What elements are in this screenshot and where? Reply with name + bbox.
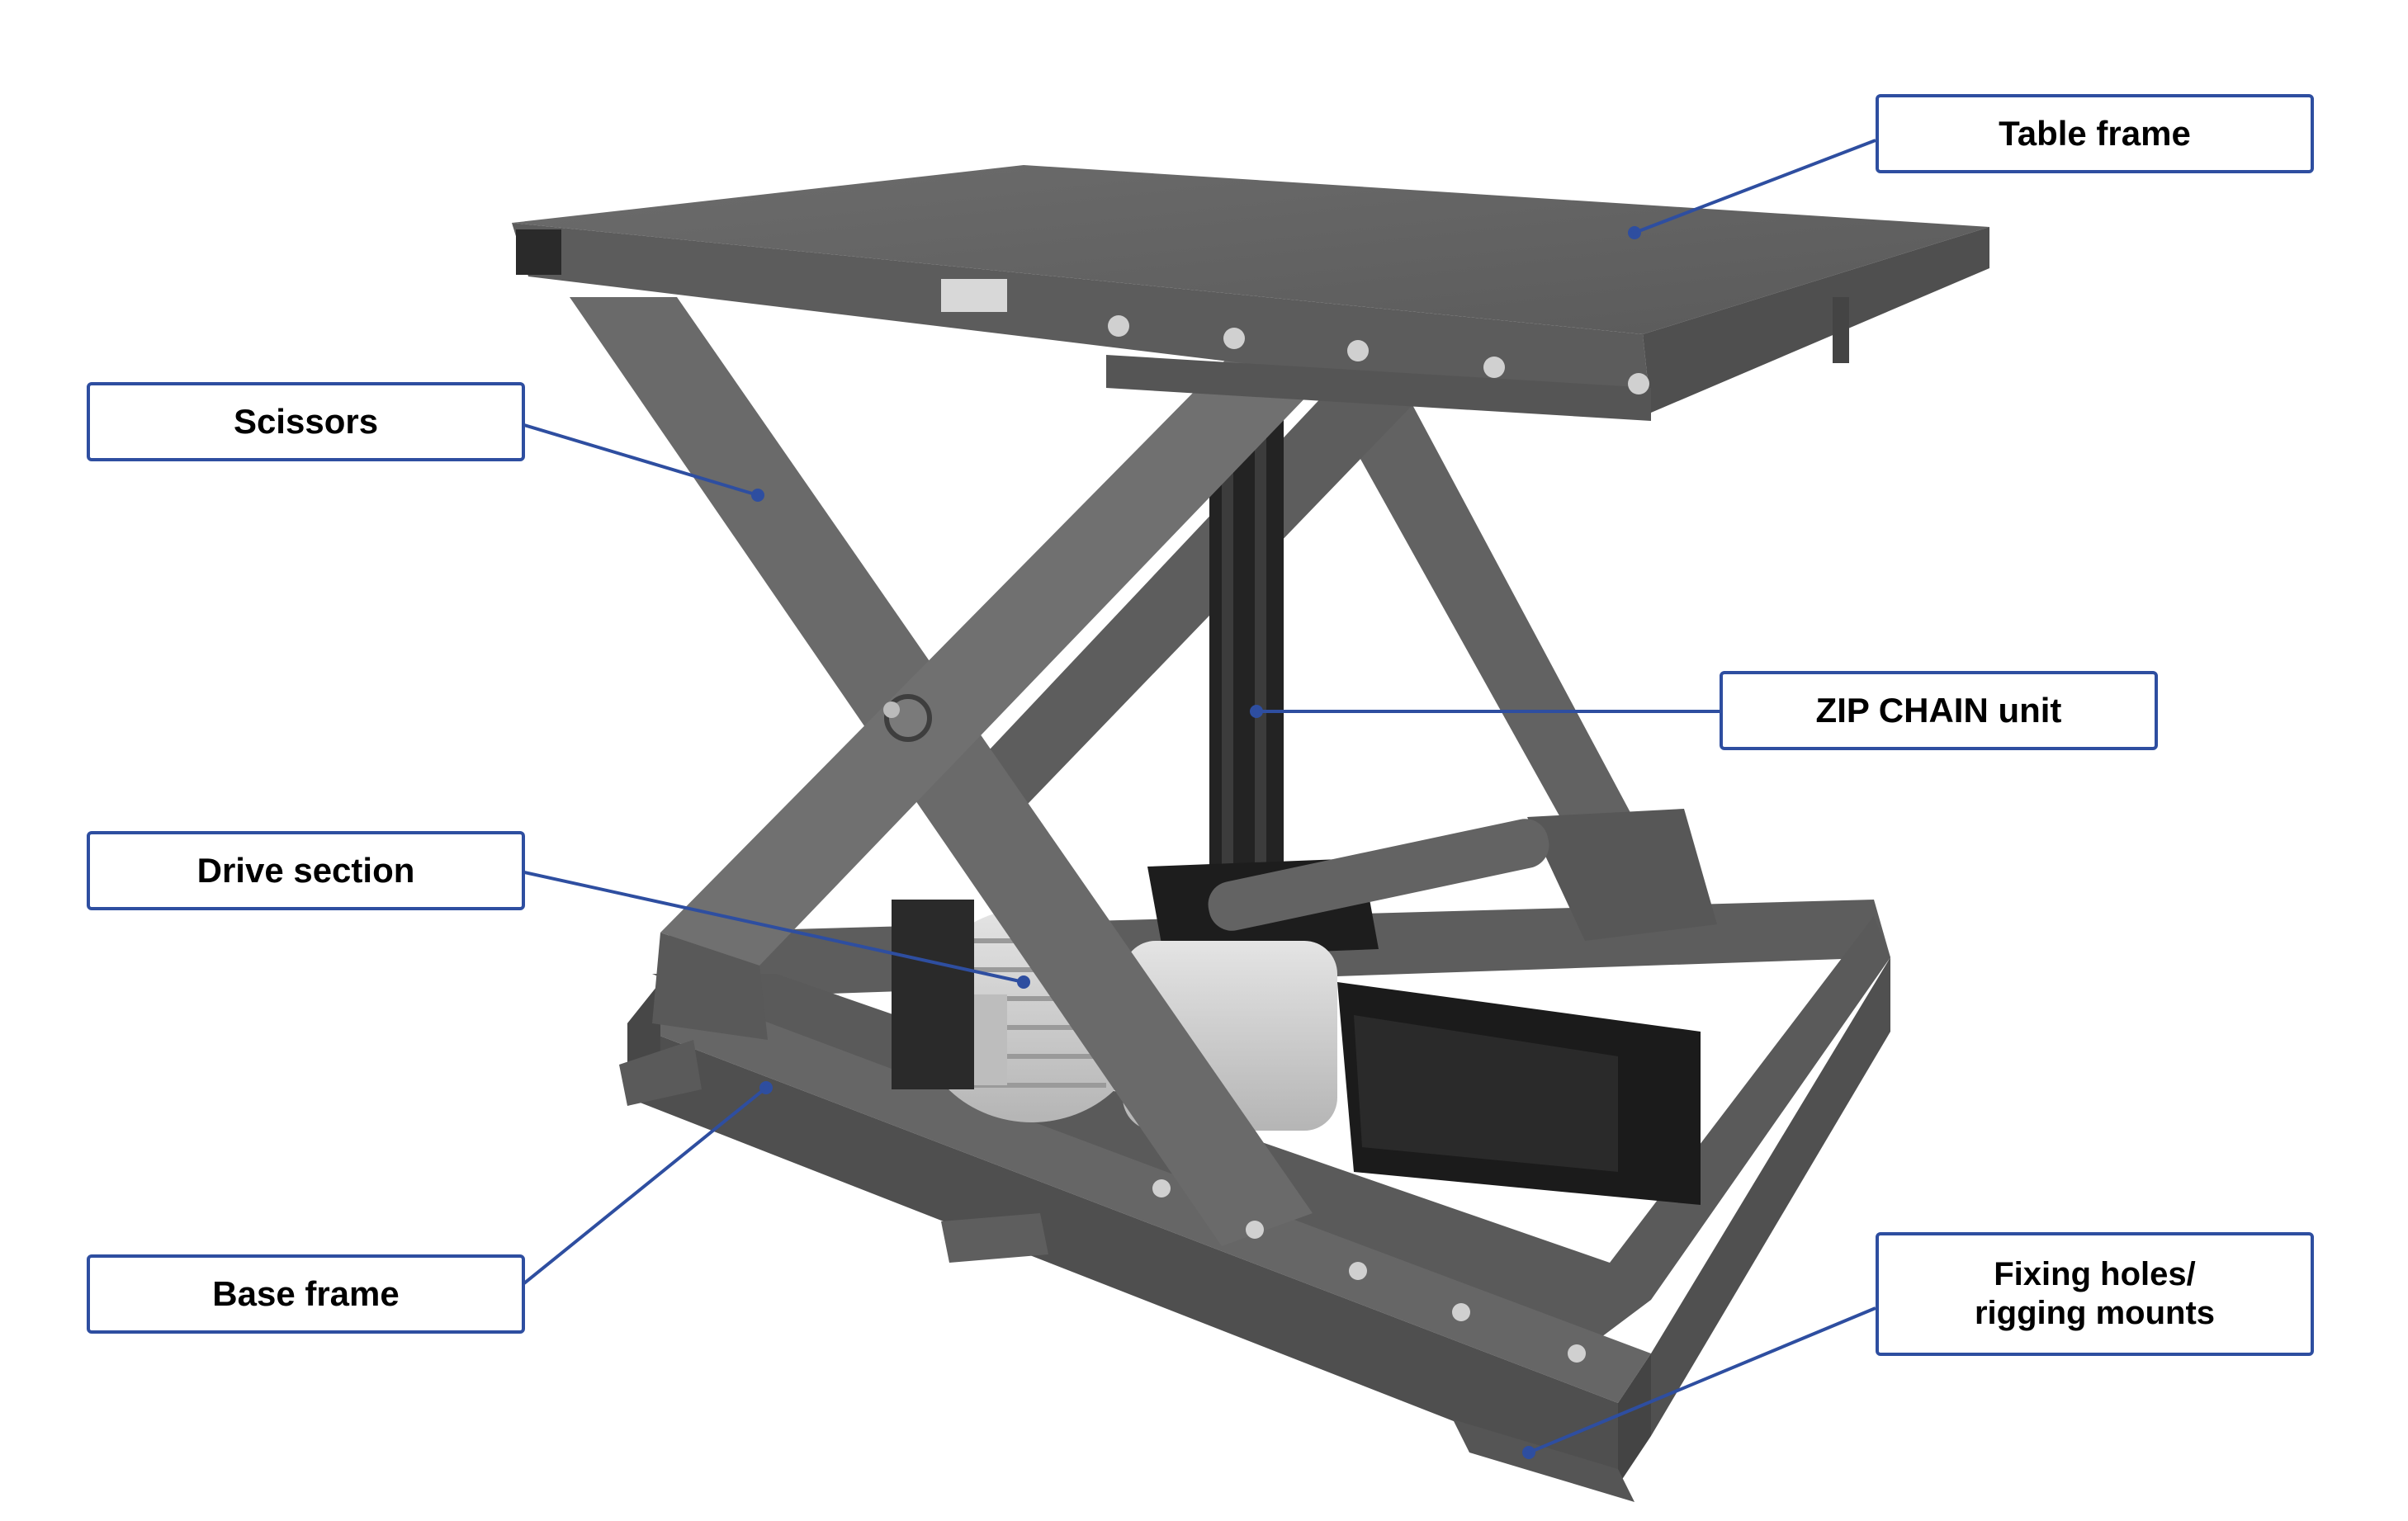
zip-chain-text: ZIP CHAIN unit <box>1815 691 2062 730</box>
scissors-label: Scissors <box>87 382 525 461</box>
drive-section-label: Drive section <box>87 831 525 910</box>
table-frame-text: Table frame <box>1999 114 2191 154</box>
scissors-text: Scissors <box>233 402 379 442</box>
table-frame <box>512 165 1989 1363</box>
base-frame-label: Base frame <box>87 1254 525 1334</box>
fixing-holes-label: Fixing holes/ rigging mounts <box>1876 1232 2314 1356</box>
scissors-back <box>949 363 1717 941</box>
drive-section-text: Drive section <box>196 851 415 890</box>
table-frame-label: Table frame <box>1876 94 2314 173</box>
base-frame-text: Base frame <box>212 1274 400 1314</box>
zip-chain-column <box>1147 413 1379 957</box>
scissors-front <box>570 297 1549 1263</box>
zip-chain-label: ZIP CHAIN unit <box>1720 671 2158 750</box>
fixing-holes-text-line1: Fixing holes/ <box>1994 1255 2196 1292</box>
fixing-holes-text-line2: rigging mounts <box>1974 1295 2216 1331</box>
leader-lines <box>523 139 1876 1459</box>
